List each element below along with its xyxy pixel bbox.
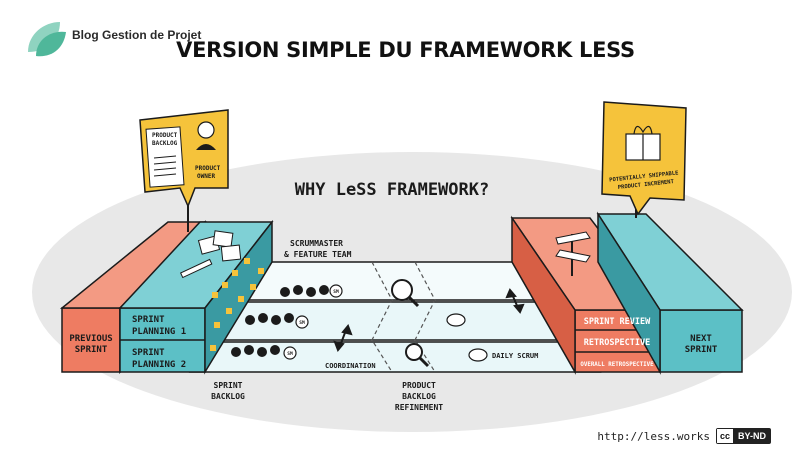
footer: http://less.works cc BY-ND (597, 428, 771, 444)
product-owner-sign (139, 109, 229, 232)
previous-sprint-line1: PREVIOUS (69, 334, 112, 344)
license-badge[interactable]: cc BY-ND (715, 428, 771, 444)
sprint-planning-2-line1: SPRINT (132, 348, 165, 358)
diagram-heading: WHY LeSS FRAMEWORK? (295, 180, 489, 200)
sign-backlog-line2: BACKLOG (152, 140, 178, 147)
sprint-backlog-line2: BACKLOG (211, 392, 245, 401)
team-members-icon (231, 285, 329, 357)
sprint-review-label: SPRINT REVIEW (584, 317, 651, 327)
increment-line2: PRODUCT INCREMENT (618, 179, 675, 191)
retrospective-label: RETROSPECTIVE (584, 338, 651, 348)
sm-label-1: SM (333, 289, 339, 295)
page-title: VERSION SIMPLE DU FRAMEWORK LESS (176, 38, 635, 62)
sign-backlog-line1: PRODUCT (152, 132, 178, 139)
footer-url[interactable]: http://less.works (597, 429, 710, 443)
sign-owner-line2: OWNER (197, 173, 215, 180)
scrummaster-line2: & FEATURE TEAM (284, 250, 352, 259)
previous-sprint-line2: SPRINT (75, 345, 108, 355)
overall-retrospective-label: OVERALL RETROSPECTIVE (580, 362, 654, 368)
blog-logo-icon (28, 22, 66, 57)
next-sprint-line1: NEXT (690, 334, 712, 344)
sm-label-2: SM (299, 320, 305, 326)
sprint-planning-1-line2: PLANNING 1 (132, 327, 186, 337)
refinement-line1: PRODUCT (402, 381, 436, 390)
product-owner-icon (196, 121, 216, 150)
sm-label-3: SM (287, 351, 293, 357)
speech-bubble-icon (446, 313, 488, 362)
gift-box-icon (625, 125, 661, 161)
paper-notes-icon (179, 230, 242, 279)
magnifier-icon (391, 279, 430, 368)
sync-arrow-icon (333, 288, 525, 352)
signpost-icon (555, 231, 591, 276)
daily-scrum-label: DAILY SCRUM (492, 352, 538, 360)
refinement-line3: REFINEMENT (395, 403, 443, 412)
sprint-planning-1-line1: SPRINT (132, 315, 165, 325)
sprint-planning-2-line2: PLANNING 2 (132, 360, 186, 370)
refinement-line2: BACKLOG (402, 392, 436, 401)
cc-mark: cc (716, 429, 734, 443)
coordination-label: COORDINATION (325, 362, 376, 370)
license-text: BY-ND (733, 429, 770, 443)
brand-name: Blog Gestion de Projet (72, 28, 202, 42)
sprint-backlog-line1: SPRINT (214, 381, 243, 390)
next-sprint-block (596, 211, 744, 375)
next-sprint-line2: SPRINT (685, 345, 718, 355)
sprint-planning-block (118, 219, 274, 375)
scrum-master-icon (283, 284, 343, 360)
sign-owner-line1: PRODUCT (195, 165, 221, 172)
product-increment-sign (601, 101, 687, 218)
scrummaster-line1: SCRUMMASTER (290, 239, 343, 248)
